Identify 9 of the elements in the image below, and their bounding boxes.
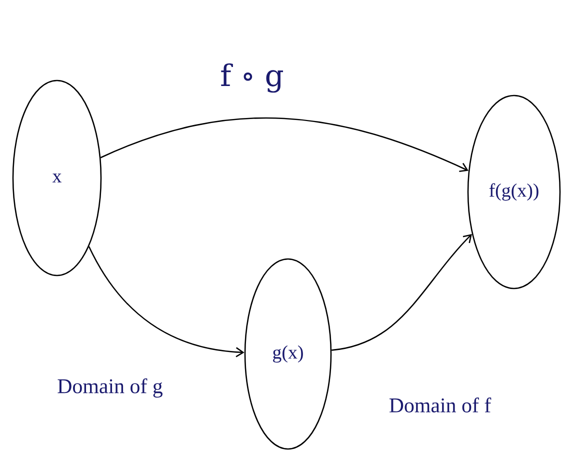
arrow: [332, 234, 472, 351]
ellipse-node: g(x): [244, 258, 332, 450]
domain-label: Domain of f: [389, 398, 492, 412]
ellipse-node: f(g(x)): [467, 94, 561, 290]
arrow: [88, 246, 244, 358]
edge-label: f ∘ g: [221, 63, 284, 93]
arrow: [100, 118, 468, 172]
domain-label: Domain of g: [58, 378, 162, 398]
ellipse-node: x: [12, 80, 102, 276]
